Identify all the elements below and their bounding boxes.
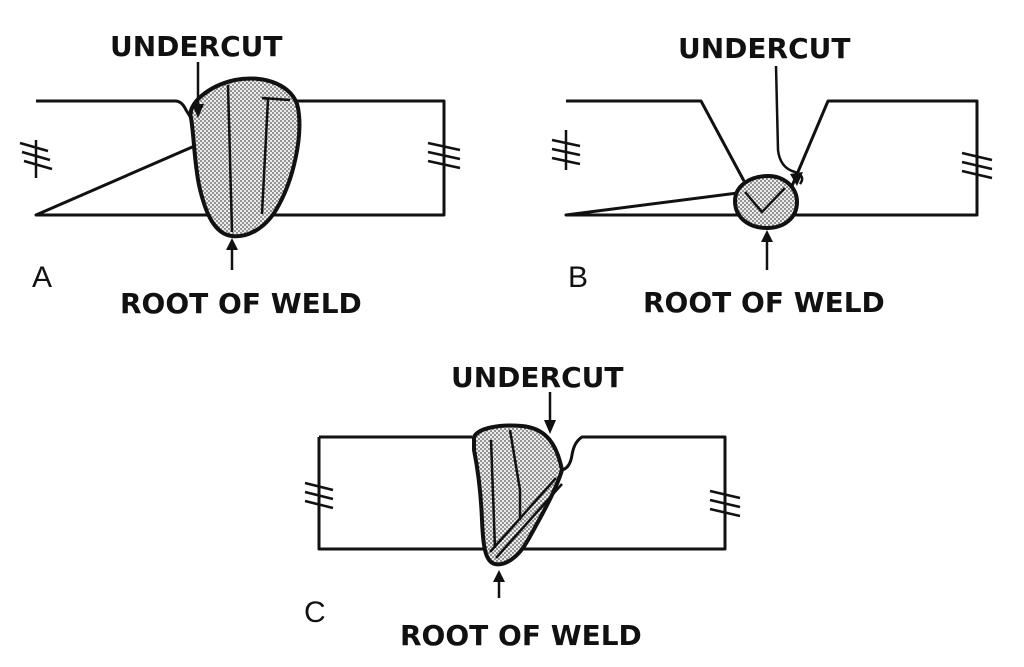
root-arrow — [226, 238, 238, 270]
undercut-label: UNDERCUT — [451, 361, 623, 394]
break-symbol-icon — [304, 478, 334, 515]
break-symbol-icon — [709, 486, 741, 526]
break-symbol-icon — [551, 130, 581, 170]
weld-bead — [188, 76, 302, 239]
undercut-arrow — [192, 62, 204, 118]
panel-c: UNDERCUT ROOT OF WELD C — [304, 361, 741, 652]
undercut-arrow — [544, 392, 556, 434]
undercut-label: UNDERCUT — [110, 30, 282, 63]
undercut-arrow — [774, 65, 804, 186]
break-symbol-icon — [427, 138, 461, 180]
weld-pass-line — [489, 429, 522, 549]
panel-letter: A — [32, 261, 52, 294]
root-of-weld-label: ROOT OF WELD — [120, 287, 362, 320]
break-symbol-icon — [19, 140, 53, 178]
weld-pass-line — [744, 187, 786, 214]
panel-letter: C — [304, 596, 326, 629]
panel-letter: B — [568, 261, 588, 294]
root-arrow — [761, 230, 773, 270]
plate-outline — [317, 435, 727, 551]
weld-pass-line — [489, 477, 563, 559]
undercut-label: UNDERCUT — [678, 32, 850, 65]
root-of-weld-label: ROOT OF WELD — [400, 619, 642, 652]
plate-outline — [34, 99, 446, 217]
break-symbol-icon — [961, 150, 993, 190]
weld-bead — [733, 174, 799, 230]
weld-bead — [472, 423, 564, 567]
panel-a: UNDERCUT ROOT OF WELD A — [19, 30, 461, 320]
weld-pass-line — [261, 96, 291, 102]
root-of-weld-label: ROOT OF WELD — [643, 286, 885, 319]
root-arrow — [493, 570, 505, 598]
panel-b: UNDERCUT ROOT OF WELD B — [551, 32, 993, 319]
